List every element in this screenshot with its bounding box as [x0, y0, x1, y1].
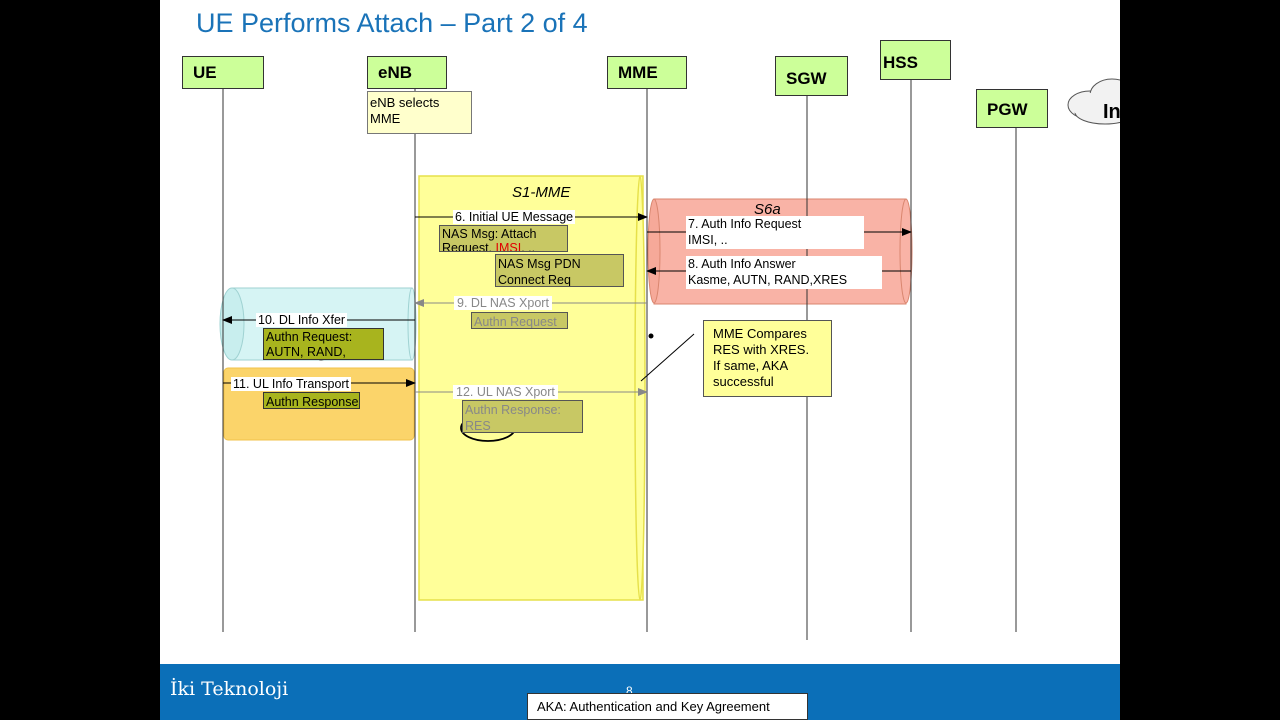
slide: UE Performs Attach – Part 2 of 4 [160, 0, 1120, 720]
box-line: Connect Req [498, 273, 571, 287]
note-line: MME Compares [713, 326, 807, 341]
box-line: Request, IMSI, .. [442, 241, 567, 252]
note-line: If same, AKA [713, 358, 789, 373]
box-line: Authn Response: [465, 403, 561, 417]
message-11-authn-response-box: Authn Response [263, 392, 360, 409]
internet-cloud-label: In [1103, 101, 1120, 123]
box-line: IMSI, .. [688, 233, 728, 247]
message-10-label: 10. DL Info Xfer [256, 313, 348, 327]
callout-dot [648, 333, 654, 339]
s6a-label: S6a [754, 201, 781, 218]
note-line: RES with XRES. [713, 342, 810, 357]
box-line: NAS Msg PDN [498, 257, 581, 271]
box-text: Request, [442, 241, 496, 252]
s1-mme-label: S1-MME [512, 184, 571, 201]
enb-node: eNB [367, 56, 447, 89]
hss-node: HSS [880, 40, 951, 80]
footer-brand: İki Teknoloji [170, 678, 289, 700]
message-9-label: 9. DL NAS Xport [454, 296, 552, 310]
message-7-label: 7. Auth Info Request IMSI, .. [686, 216, 864, 249]
internet-cloud-shape [1067, 78, 1120, 125]
sgw-node: SGW [775, 56, 848, 96]
message-9-authn-request-box: Authn Request [471, 312, 568, 329]
page-title: UE Performs Attach – Part 2 of 4 [196, 8, 588, 38]
ue-node: UE [182, 56, 264, 89]
box-line: Kasme, AUTN, RAND,XRES [688, 273, 848, 287]
note-line: successful [713, 374, 774, 389]
box-line: AUTN, RAND, [266, 345, 346, 359]
box-line: Authn Request: [266, 330, 353, 344]
callout-leader [640, 333, 695, 382]
note-line: MME [370, 111, 401, 126]
mme-compares-note: MME Compares RES with XRES. If same, AKA… [703, 320, 832, 397]
message-11-label: 11. UL Info Transport [231, 377, 352, 391]
message-6-nas-attach-box: NAS Msg: Attach Request, IMSI, .. [439, 225, 568, 252]
message-6-label: 6. Initial UE Message [453, 210, 576, 224]
box-line: 8. Auth Info Answer [688, 257, 796, 271]
message-12-label: 12. UL NAS Xport [453, 385, 558, 399]
note-line: eNB selects [370, 95, 440, 110]
page-number: 8 [626, 684, 633, 698]
message-10-authn-request-box: Authn Request: AUTN, RAND, [263, 328, 384, 360]
box-text: , .. [521, 241, 536, 252]
box-line: NAS Msg: Attach [442, 227, 537, 241]
message-12-authn-response-box: Authn Response: RES [462, 400, 583, 433]
message-8-label: 8. Auth Info Answer Kasme, AUTN, RAND,XR… [686, 256, 882, 289]
pgw-node: PGW [976, 89, 1048, 128]
mme-node: MME [607, 56, 687, 89]
message-6-pdn-connect-box: NAS Msg PDN Connect Req [495, 254, 624, 287]
imsi-highlight: IMSI [495, 241, 522, 252]
aka-definition-box: AKA: Authentication and Key Agreement [527, 693, 808, 720]
enb-selects-mme-note: eNB selects MME [367, 91, 472, 134]
box-line: RES [465, 419, 491, 433]
box-line: 7. Auth Info Request [688, 217, 802, 231]
